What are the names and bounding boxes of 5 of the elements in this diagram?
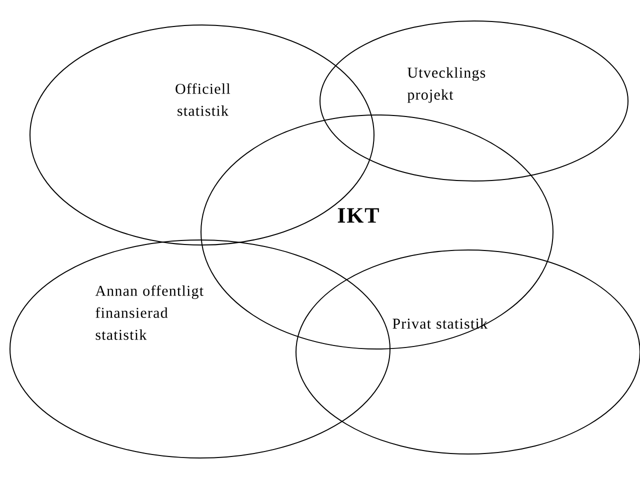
ellipse-label: Annan offentligt finansierad statistik: [95, 285, 204, 340]
ellipse-label: Officiell statistik: [176, 83, 230, 116]
ellipse-label: Utvecklings projekt: [407, 67, 486, 103]
ellipse-label: IKT: [338, 208, 379, 223]
ellipse-label: Privat statistik: [392, 318, 488, 329]
